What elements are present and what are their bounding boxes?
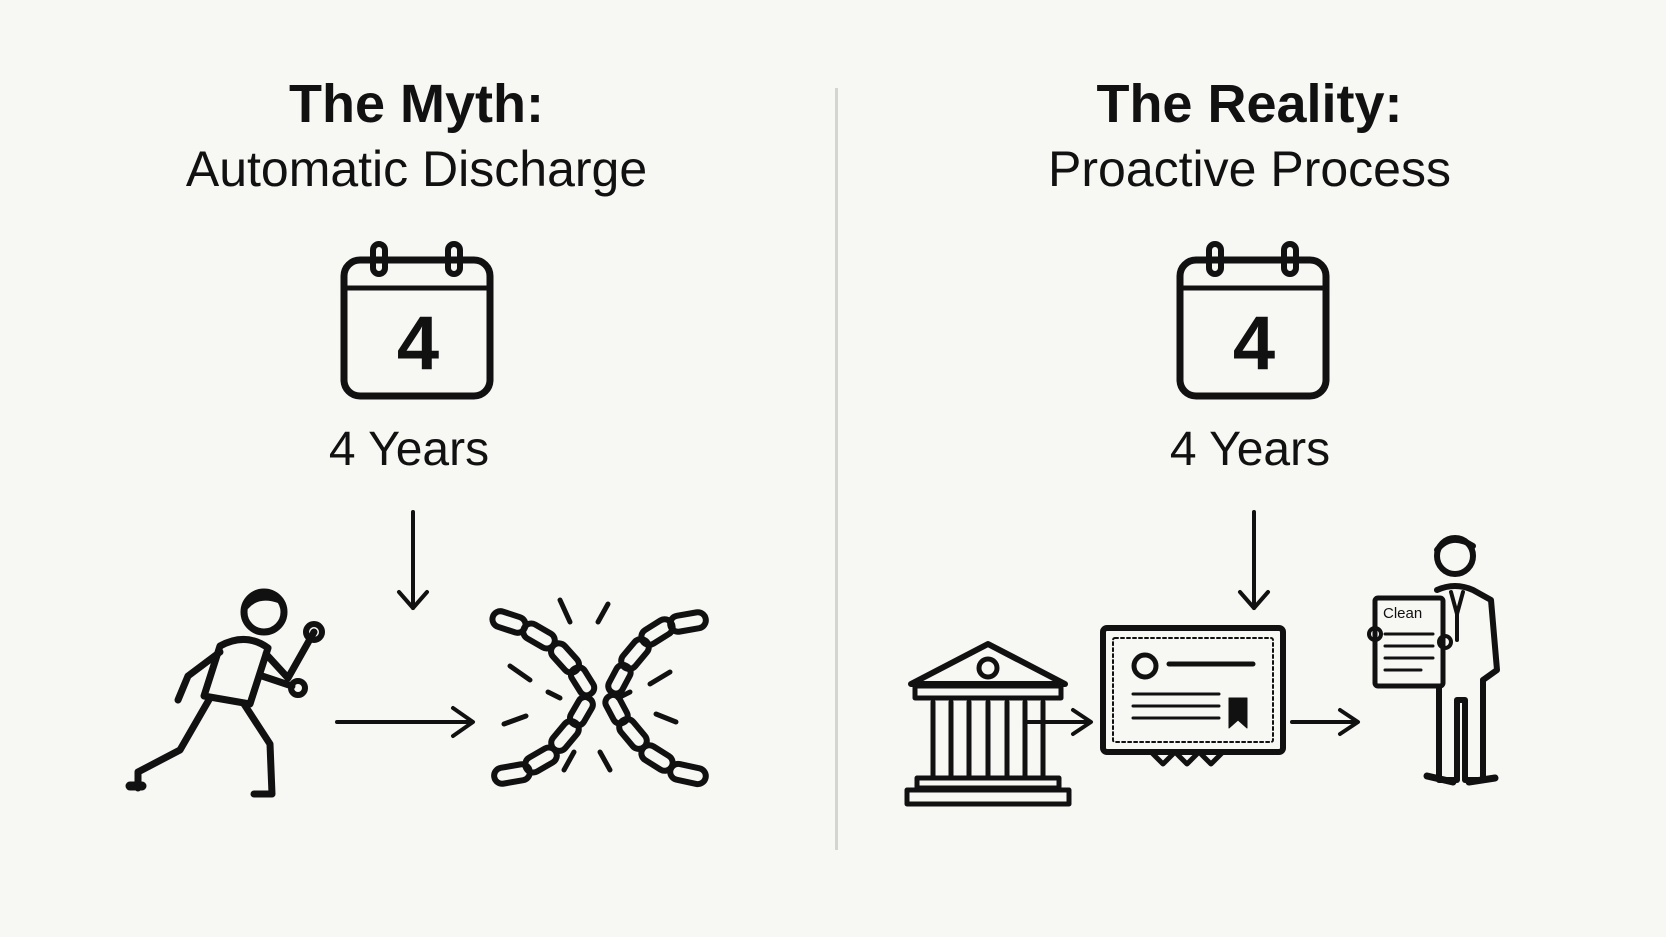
- person-holding-document-icon: [1367, 535, 1500, 786]
- myth-calendar-icon: 4: [338, 240, 498, 400]
- broken-chain-icon: [489, 597, 709, 788]
- myth-heading: The Myth:: [289, 74, 544, 134]
- reality-down-arrow-icon: [1238, 510, 1270, 610]
- myth-down-arrow-icon: [397, 510, 429, 610]
- myth-subheading: Automatic Discharge: [185, 141, 648, 197]
- document-label: Clean: [1383, 605, 1423, 622]
- reality-heading: The Reality:: [1096, 74, 1403, 134]
- reality-subheading: Proactive Process: [1048, 141, 1451, 197]
- reality-calendar-number: 4: [1232, 301, 1276, 386]
- panel-divider: [835, 88, 838, 850]
- reality-right-arrow-icon-2: [1290, 708, 1360, 736]
- reality-duration: 4 Years: [1169, 423, 1331, 476]
- certificate-icon: [1100, 625, 1286, 767]
- myth-panel: The Myth: Automatic Discharge 4 4 Years: [125, 74, 709, 798]
- courthouse-icon: [904, 641, 1072, 807]
- reality-panel: The Reality: Proactive Process 4 4 Years: [833, 0, 1666, 937]
- myth-right-arrow-icon: [335, 706, 475, 738]
- reality-calendar-icon: 4: [1174, 240, 1334, 400]
- myth-calendar-number: 4: [396, 301, 440, 386]
- reality-right-arrow-icon-1: [1023, 708, 1093, 736]
- myth-duration: 4 Years: [328, 423, 490, 476]
- running-person-icon: [125, 588, 325, 798]
